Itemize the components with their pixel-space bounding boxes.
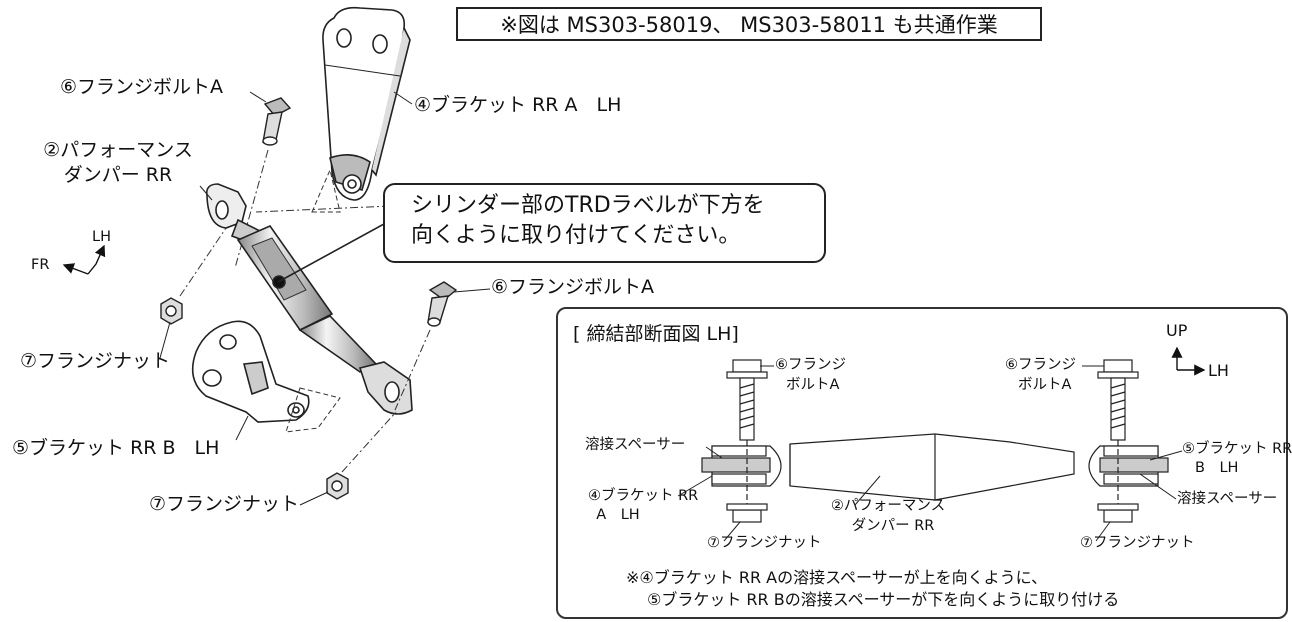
label-bolt-a-right: ⑥フランジボルトA [491, 276, 655, 298]
label-nut-bottom: ⑦フランジナット [149, 493, 300, 515]
section-title: [ 締結部断面図 LH] [573, 323, 739, 345]
section-bracket-a-2: A LH [596, 507, 640, 523]
flange-bolt-a-right [427, 281, 458, 327]
section-leader-lines [677, 365, 1183, 542]
section-note-1: ※④ブラケット RR Aの溶接スペーサーが上を向くように、 [626, 568, 1048, 587]
section-bolt-right-2: ボルトA [1018, 377, 1072, 393]
bracket-rr-a-drawing [322, 6, 411, 201]
section-bracket-b-1: ⑤ブラケット RR [1182, 441, 1292, 457]
section-note-2: ⑤ブラケット RR Bの溶接スペーサーが下を向くように取り付ける [647, 590, 1120, 609]
section-damper-1: ②パフォーマンス [830, 498, 946, 514]
header-note: ※図は MS303-58019、 MS303-58011 も共通作業 [456, 7, 1042, 41]
callout-line-1: シリンダー部のTRDラベルが下方を [411, 193, 765, 218]
section-bolt-left-2: ボルトA [786, 377, 840, 393]
flange-nut-left [160, 297, 183, 325]
section-spacer-left: 溶接スペーサー [585, 437, 686, 453]
section-bolt-left-1: ⑥フランジ [775, 357, 846, 373]
flange-bolt-a-top [262, 97, 292, 146]
section-bracket-a-1: ④ブラケット RR [588, 488, 699, 504]
label-callout: シリンダー部のTRDラベルが下方を 向くように取り付けてください。 [383, 183, 826, 263]
section-spacer-right: 溶接スペーサー [1177, 491, 1278, 507]
section-bolt-right-1: ⑥フランジ [1005, 357, 1076, 373]
label-fr: FR [31, 257, 50, 273]
label-lh-main: LH [92, 229, 111, 245]
section-up-label: UP [1166, 321, 1188, 340]
section-nut-right: ⑦フランジナット [1080, 535, 1195, 551]
label-bracket-rr-b: ⑤ブラケット RR B LH [12, 437, 220, 459]
bracket-rr-b-drawing [191, 320, 310, 423]
leader-lines [159, 91, 491, 506]
label-damper-line-2: ダンパー RR [63, 164, 173, 186]
flange-nut-bottom [326, 472, 349, 500]
section-nut-left: ⑦フランジナット [707, 535, 822, 551]
label-bolt-a-top: ⑥フランジボルトA [60, 76, 224, 98]
section-damper-2: ダンパー RR [851, 518, 935, 534]
label-damper-line-1: ②パフォーマンス [43, 139, 193, 161]
callout-line-2: 向くように取り付けてください。 [411, 222, 741, 248]
section-bracket-b-2: B LH [1195, 460, 1239, 476]
label-bracket-rr-a: ④ブラケット RR A LH [414, 94, 622, 116]
section-view-frame [556, 307, 1288, 619]
section-lh-label: LH [1208, 361, 1229, 380]
section-orientation-arrows [1171, 346, 1206, 376]
orientation-arrows [62, 244, 106, 275]
label-nut-left: ⑦フランジナット [20, 350, 171, 372]
